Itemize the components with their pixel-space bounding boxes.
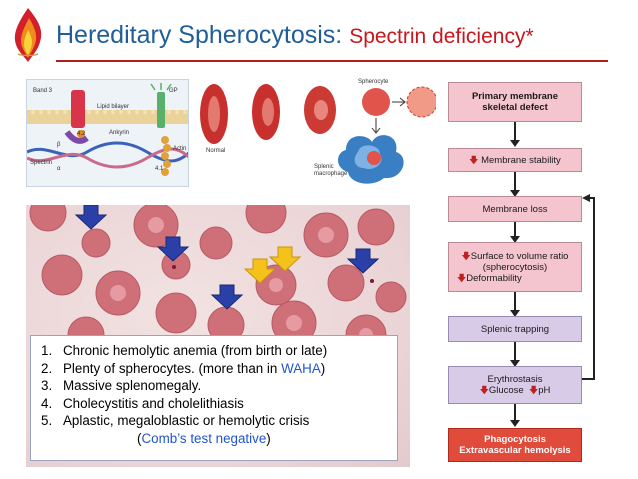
clinical-features-list: 1.Chronic hemolytic anemia (from birth o… xyxy=(30,335,398,461)
title-main: Hereditary Spherocytosis: xyxy=(56,21,350,49)
label-actin: Actin xyxy=(173,146,187,152)
flow-connector xyxy=(514,292,516,312)
title-sub: Spectrin deficiency* xyxy=(349,25,534,48)
flow-connector xyxy=(514,122,516,142)
flow-splenic-trapping: Splenic trapping xyxy=(448,316,582,342)
down-arrow-icon: 🡇 xyxy=(469,154,479,165)
label-band3: Band 3 xyxy=(33,88,53,94)
down-arrow-icon: 🡇 xyxy=(528,385,539,395)
label-normal: Normal xyxy=(206,148,226,154)
label-41: 4.1 xyxy=(155,166,164,172)
flow-primary-defect: Primary membrane skeletal defect xyxy=(448,82,582,122)
label-gp: GP xyxy=(169,88,178,94)
list-item: 5.Aplastic, megaloblastic or hemolytic c… xyxy=(41,413,310,429)
page-title: Hereditary Spherocytosis: Spectrin defic… xyxy=(56,20,534,52)
cell-progression-illustration xyxy=(200,84,438,184)
list-item: 2.Plenty of spherocytes. (more than in W… xyxy=(41,360,326,376)
label-alpha: α xyxy=(57,166,61,172)
flow-arrowhead xyxy=(510,236,520,243)
membrane-diagram: Band 3 GP Lipid bilayer Ankyrin Actin Sp… xyxy=(26,79,189,187)
down-arrow-icon: 🡇 xyxy=(461,250,471,261)
flow-arrowhead xyxy=(510,310,520,317)
flow-membrane-loss: Membrane loss xyxy=(448,196,582,222)
flame-logo-icon xyxy=(14,8,42,62)
flow-connector xyxy=(514,342,516,362)
flow-connector xyxy=(514,404,516,422)
down-arrow-icon: 🡇 xyxy=(457,272,467,283)
label-beta: β xyxy=(57,142,61,148)
flow-arrowhead xyxy=(510,140,520,147)
title-divider xyxy=(56,60,608,62)
list-item-continuation: (Comb’s test negative) xyxy=(137,430,271,446)
list-item: 3.Massive splenomegaly. xyxy=(41,378,202,394)
label-splenic-macrophage: Splenic macrophage xyxy=(314,164,348,177)
down-arrow-icon: 🡇 xyxy=(479,385,489,395)
flow-connector xyxy=(514,222,516,238)
list-item: 1.Chronic hemolytic anemia (from birth o… xyxy=(41,343,328,358)
flow-membrane-stability: 🡇 Membrane stability xyxy=(448,148,582,172)
pathogenesis-flowchart: Primary membrane skeletal defect 🡇 Membr… xyxy=(436,78,598,472)
flow-erythrostasis: Erythrostasis 🡇Glucose 🡇pH xyxy=(448,366,582,404)
label-spectrin: Spectrin xyxy=(30,160,53,166)
flow-phagocytosis: Phagocytosis Extravascular hemolysis xyxy=(448,428,582,462)
waha-highlight: WAHA xyxy=(281,360,321,376)
list-item: 4.Cholecystitis and cholelithiasis xyxy=(41,395,244,411)
label-42: 4.2 xyxy=(77,131,86,137)
label-lipid: Lipid bilayer xyxy=(97,104,130,110)
flow-arrowhead xyxy=(510,420,520,427)
flow-arrowhead xyxy=(510,190,520,197)
spherocyte-progression: Normal Spherocyte Splenic macrophage xyxy=(196,72,442,190)
label-spherocyte: Spherocyte xyxy=(358,79,389,85)
flow-surface-volume: 🡇Surface to volume ratio (spherocytosis)… xyxy=(448,242,582,292)
combs-test-highlight: Comb’s test negative xyxy=(141,430,267,446)
membrane-illustration xyxy=(27,83,188,176)
flow-arrowhead xyxy=(510,360,520,367)
label-ankyrin: Ankyrin xyxy=(109,130,130,136)
flow-connector xyxy=(514,172,516,192)
